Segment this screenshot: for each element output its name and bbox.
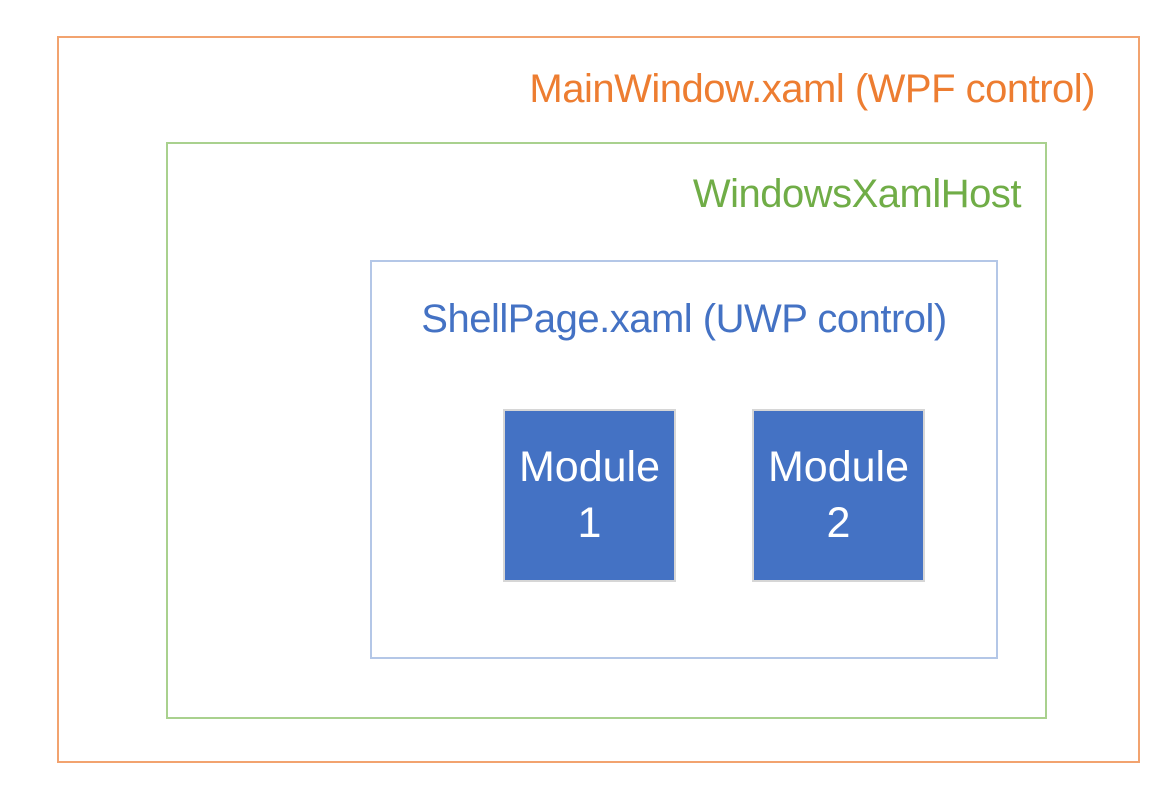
module-2-label-line1: Module <box>767 442 910 491</box>
shellpage-uwp-label: ShellPage.xaml (UWP control) <box>421 297 947 341</box>
module-2-label-line2: 2 <box>826 498 851 547</box>
mainwindow-wpf-label: MainWindow.xaml (WPF control) <box>529 67 1095 111</box>
shellpage-uwp-box: ShellPage.xaml (UWP control) Module 1 Mo… <box>370 260 998 659</box>
module-2-box: Module 2 <box>752 409 925 582</box>
windowsxamlhost-box: WindowsXamlHost ShellPage.xaml (UWP cont… <box>166 142 1047 719</box>
module-1-label-line2: 1 <box>577 498 602 547</box>
module-1-box: Module 1 <box>503 409 676 582</box>
mainwindow-wpf-box: MainWindow.xaml (WPF control) WindowsXam… <box>57 36 1140 763</box>
module-1-label-line1: Module <box>518 442 661 491</box>
windowsxamlhost-label: WindowsXamlHost <box>692 172 1022 216</box>
